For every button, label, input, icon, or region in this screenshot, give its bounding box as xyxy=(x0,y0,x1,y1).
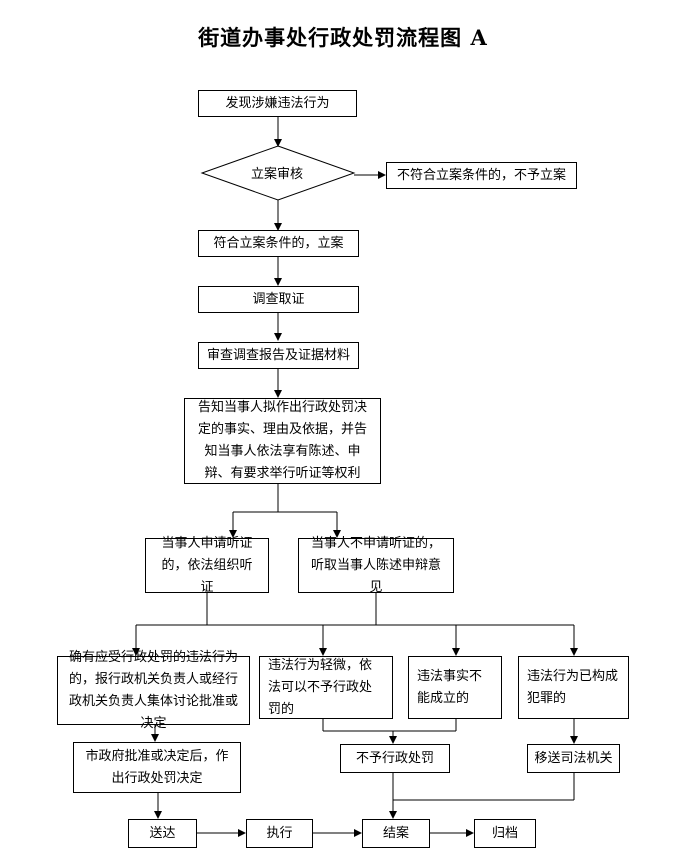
step-not-meet: 不符合立案条件的，不予立案 xyxy=(386,162,577,189)
step-discover: 发现涉嫌违法行为 xyxy=(198,90,357,117)
step-review: 立案审核 xyxy=(250,167,303,182)
step-close: 结案 xyxy=(362,819,430,848)
step-should-punish: 确有应受行政处罚的违法行为的，报行政机关负责人或经行政机关负责人集体讨论批准或决… xyxy=(57,650,250,731)
step-gov-decision: 市政府批准或决定后，作出行政处罚决定 xyxy=(73,742,241,793)
step-transfer: 移送司法机关 xyxy=(527,744,620,773)
page-title: 街道办事处行政处罚流程图 A xyxy=(198,25,488,50)
step-examine: 审查调查报告及证据材料 xyxy=(198,342,359,369)
step-no-punish: 不予行政处罚 xyxy=(340,744,450,773)
step-hearing: 当事人申请听证的，依法组织听证 xyxy=(145,536,269,595)
step-notify: 告知当事人拟作出行政处罚决定的事实、理由及依据，并告知当事人依法享有陈述、申辩、… xyxy=(184,398,381,484)
step-meet: 符合立案条件的，立案 xyxy=(198,230,359,257)
step-no-hearing: 当事人不申请听证的，听取当事人陈述申辩意见 xyxy=(298,536,454,595)
step-minor: 违法行为轻微，依法可以不予行政处罚的 xyxy=(259,656,393,719)
step-execute: 执行 xyxy=(246,819,313,848)
step-investigate: 调查取证 xyxy=(198,286,359,313)
step-archive: 归档 xyxy=(474,819,536,848)
step-crime: 违法行为已构成犯罪的 xyxy=(518,656,629,719)
step-deliver: 送达 xyxy=(128,819,197,848)
step-facts-not: 违法事实不能成立的 xyxy=(408,656,502,719)
